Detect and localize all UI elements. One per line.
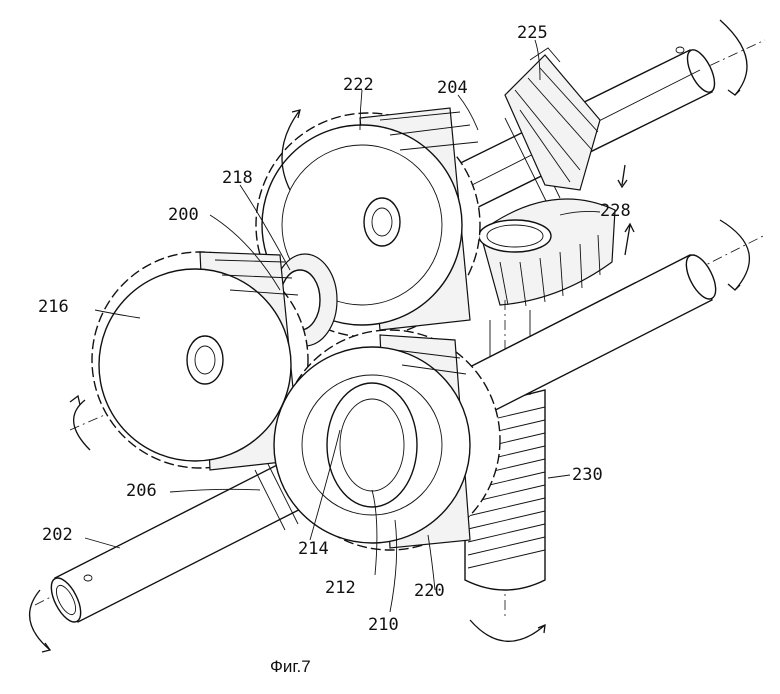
bevel-gear-228	[478, 198, 616, 307]
reference-labels: 225 204 222 218 200 228 216 206 230 202 …	[38, 23, 631, 676]
gear-216	[69, 251, 309, 471]
leader-lines	[84, 39, 601, 613]
rotation-arrows	[28, 19, 751, 653]
bevel-gear-225	[504, 47, 601, 191]
figure-caption: Фиг.7	[270, 657, 311, 676]
label-202: 202	[42, 525, 73, 545]
label-222: 222	[343, 75, 374, 95]
label-204: 204	[437, 78, 468, 98]
label-210: 210	[368, 615, 399, 635]
label-216: 216	[38, 297, 69, 317]
label-230: 230	[572, 465, 603, 485]
label-214: 214	[298, 539, 329, 559]
label-212: 212	[325, 578, 356, 598]
label-218: 218	[222, 168, 253, 188]
label-228: 228	[600, 201, 631, 221]
label-220: 220	[414, 581, 445, 601]
label-225: 225	[517, 23, 548, 43]
label-200: 200	[168, 205, 199, 225]
label-206: 206	[126, 481, 157, 501]
